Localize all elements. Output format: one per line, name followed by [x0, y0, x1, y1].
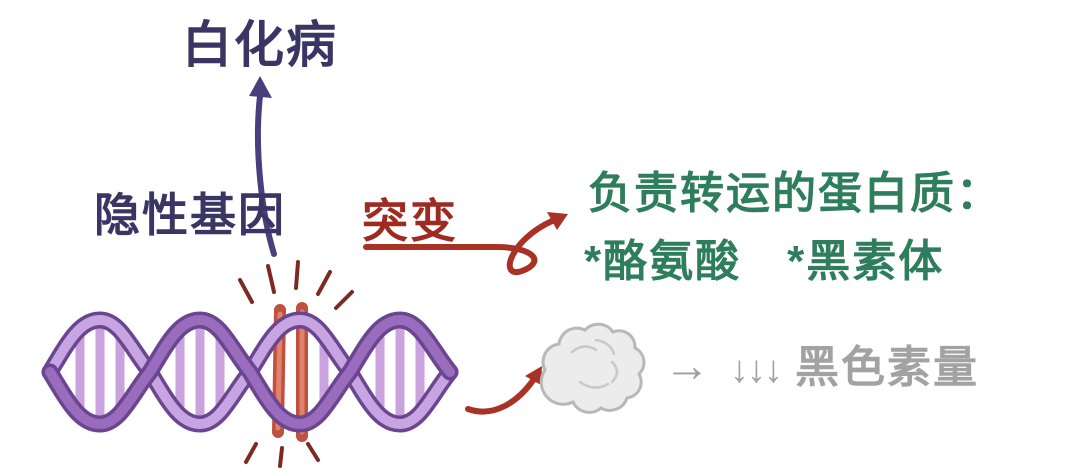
- protein-heading-label: 负责转运的蛋白质：: [588, 169, 1002, 218]
- albinism-arrow: [249, 76, 277, 257]
- decrease-arrows-glyph: ↓↓↓: [730, 349, 783, 391]
- mutation-arrow: [363, 212, 568, 276]
- dna-helix-illustration: [41, 302, 459, 442]
- dna-to-protein-arrowhead: [525, 366, 542, 385]
- recessive-gene-label: 隐性基因: [94, 189, 286, 241]
- albinism-label: 白化病: [182, 17, 338, 73]
- melanin-label: 黑色素量: [795, 343, 979, 392]
- protein-blob-illustration: [539, 322, 646, 414]
- mutation-label: 突变: [362, 195, 458, 247]
- melanin-result: ↓↓↓ 黑色素量: [730, 346, 979, 390]
- mutation-arrowhead: [547, 212, 568, 230]
- albinism-arrowhead: [249, 76, 272, 98]
- right-arrow-glyph: →: [664, 339, 710, 391]
- melanosome-label: *黑素体: [787, 237, 945, 286]
- tyrosine-label: *酪氨酸: [584, 237, 742, 286]
- dna-to-protein-arrow: [465, 366, 542, 415]
- dna-strand-front-fill: [45, 314, 455, 430]
- mutation-burst-marks: [238, 260, 354, 468]
- protein-blob-texture: [570, 338, 619, 389]
- protein-items: *酪氨酸 *黑素体: [584, 240, 944, 284]
